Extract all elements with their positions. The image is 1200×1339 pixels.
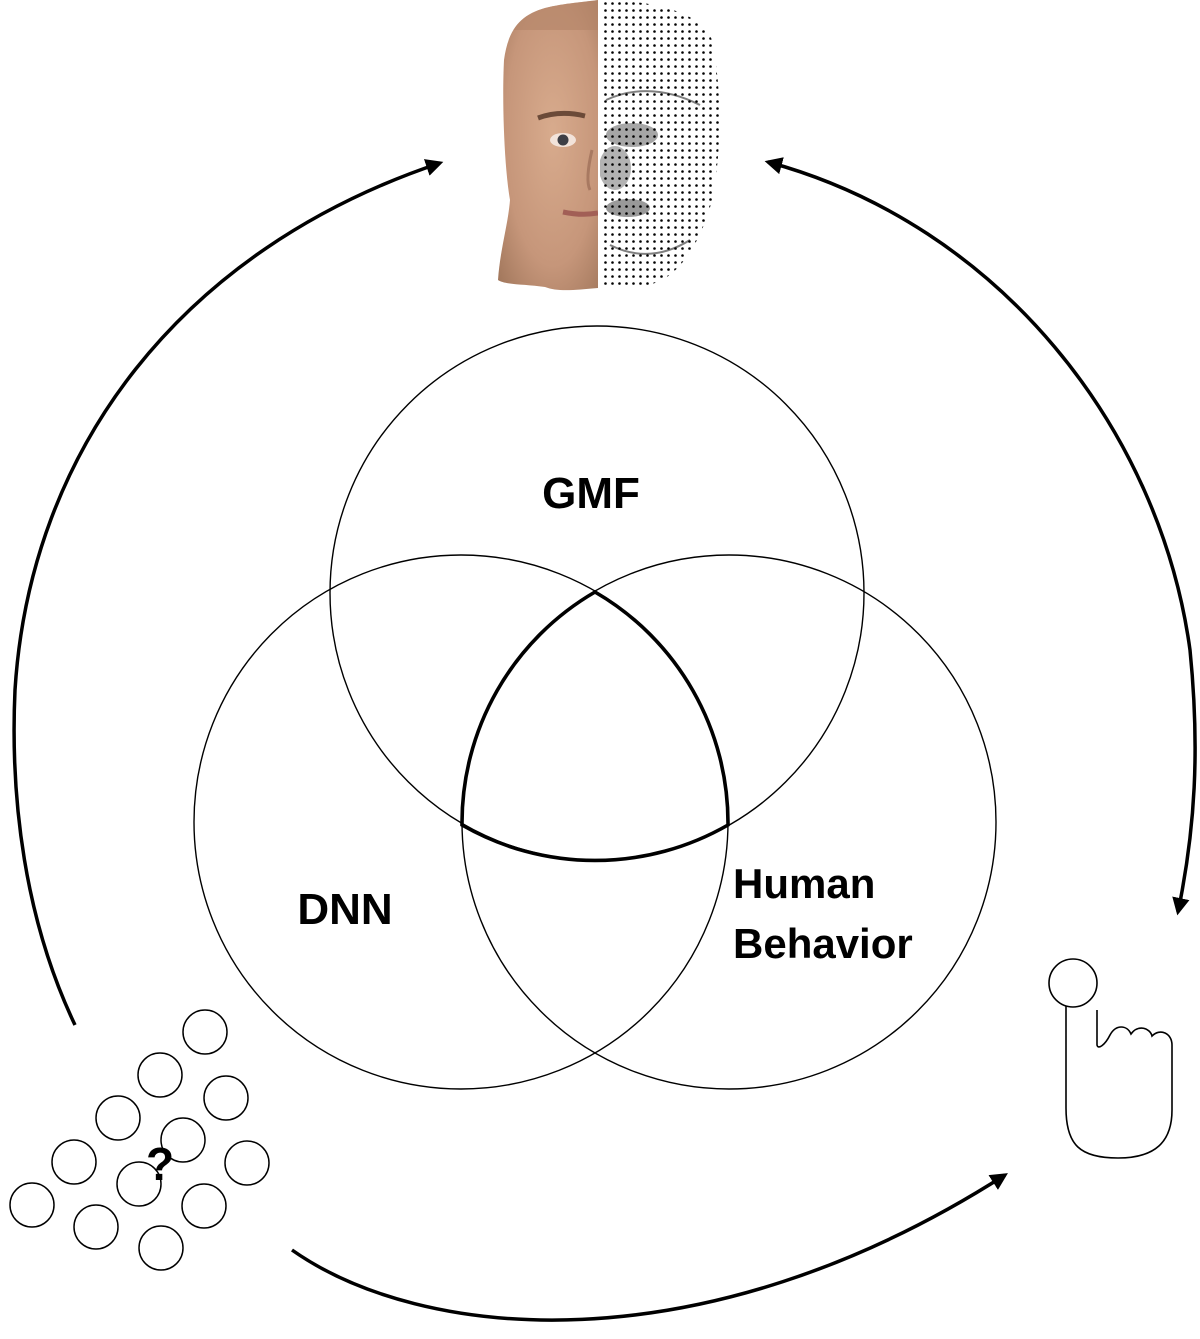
venn-label-gmf: GMF (542, 469, 640, 518)
venn-label-human-behavior: Human Behavior (733, 860, 913, 967)
venn-label-human-line2: Behavior (733, 920, 913, 967)
stimulus-circle (224, 1140, 270, 1186)
arrow-face-behavior (764, 157, 1197, 916)
venn-label-human-line1: Human (733, 860, 875, 907)
arrow-stimuli-to-face (12, 159, 444, 1026)
venn-intersection (460, 589, 730, 863)
face-image (498, 0, 720, 291)
stimulus-circle (73, 1204, 119, 1250)
face-mesh-half (600, 0, 720, 289)
venn-diagram: GMF DNN Human Behavior (193, 325, 997, 1090)
stimulus-circle (51, 1139, 97, 1185)
stimulus-circle (9, 1182, 55, 1228)
stimulus-circle (181, 1183, 227, 1229)
stimulus-circle (138, 1225, 184, 1271)
stimulus-circle (137, 1052, 183, 1098)
stimulus-question-mark: ? (146, 1138, 174, 1190)
stimulus-cluster (9, 1009, 270, 1271)
stimulus-circle (95, 1095, 141, 1141)
stimulus-circle (116, 1161, 162, 1207)
venn-label-dnn: DNN (297, 885, 392, 934)
pointing-hand-icon (1048, 958, 1173, 1159)
stimulus-circle (182, 1009, 228, 1055)
stimulus-circle (203, 1075, 249, 1121)
stimulus-circle (160, 1117, 206, 1163)
arrow-stimuli-to-response (290, 1173, 1008, 1322)
face-photo-half (498, 0, 598, 291)
